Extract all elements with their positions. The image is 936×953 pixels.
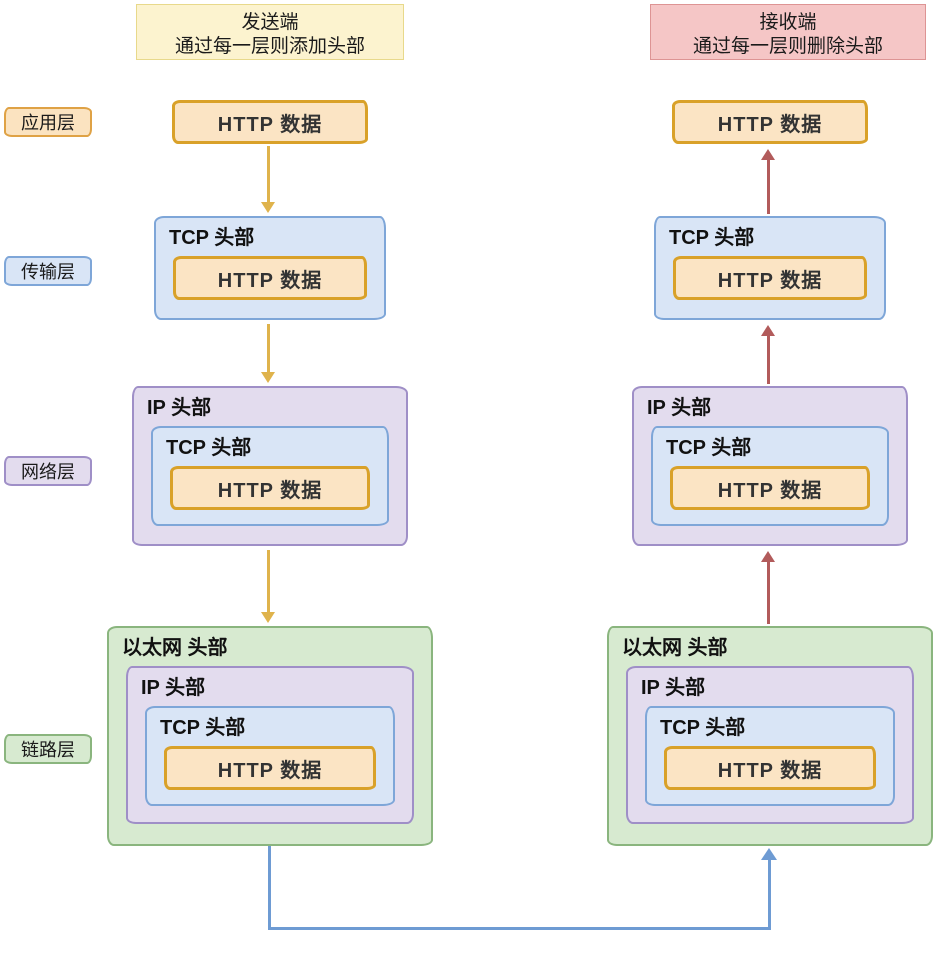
tcp-header-label: TCP 头部: [169, 227, 255, 249]
tcp-header-label: TCP 头部: [666, 437, 752, 459]
receiver-title-line2: 通过每一层则删除头部: [692, 36, 883, 57]
sender-down-arrow-app-to-transport: [261, 146, 275, 213]
eth-header-label: 以太网 头部: [122, 637, 228, 659]
layer-badge-link: 链路层: [4, 734, 92, 764]
http-data-box: HTTP 数据: [664, 746, 876, 790]
tcp-header-label: TCP 头部: [160, 717, 246, 739]
sender-title-line2: 通过每一层则添加头部: [174, 36, 365, 57]
receiver-title-line1: 接收端: [759, 12, 817, 33]
http-data-box: HTTP 数据: [170, 466, 370, 510]
connector-left-vertical-line: [268, 846, 271, 930]
receiver-up-arrow-transport-to-app: [761, 149, 775, 214]
receiver-up-arrow-network-to-transport: [761, 325, 775, 384]
layer-badge-network: 网络层: [4, 456, 92, 486]
connector-up-arrowhead: [761, 848, 777, 860]
receiver-transport-segment: TCP 头部 HTTP 数据: [654, 216, 886, 320]
connector-right-vertical-line: [768, 860, 771, 930]
http-data-box: HTTP 数据: [173, 256, 367, 300]
sender-down-arrow-network-to-link: [261, 550, 275, 623]
connector-horizontal-line: [268, 927, 771, 930]
layer-badge-application: 应用层: [4, 107, 92, 137]
sender-link-frame: 以太网 头部 IP 头部 TCP 头部 HTTP 数据: [107, 626, 433, 846]
sender-app-http-data-box: HTTP 数据: [172, 100, 368, 144]
tcp-header-label: TCP 头部: [166, 437, 252, 459]
layer-badge-transport: 传输层: [4, 256, 92, 286]
sender-title-line1: 发送端: [241, 12, 299, 33]
receiver-up-arrow-link-to-network: [761, 551, 775, 624]
http-data-box: HTTP 数据: [673, 256, 867, 300]
ip-header-label: IP 头部: [647, 397, 712, 419]
tcp-header-label: TCP 头部: [660, 717, 746, 739]
receiver-link-frame: 以太网 头部 IP 头部 TCP 头部 HTTP 数据: [607, 626, 933, 846]
ip-packet: IP 头部 TCP 头部 HTTP 数据: [626, 666, 914, 824]
http-data-box: HTTP 数据: [670, 466, 870, 510]
ip-header-label: IP 头部: [147, 397, 212, 419]
receiver-network-packet: IP 头部 TCP 头部 HTTP 数据: [632, 386, 908, 546]
sender-title: 发送端 通过每一层则添加头部: [136, 4, 404, 60]
ip-packet: IP 头部 TCP 头部 HTTP 数据: [126, 666, 414, 824]
tcp-segment: TCP 头部 HTTP 数据: [651, 426, 889, 526]
tcp-header-label: TCP 头部: [669, 227, 755, 249]
sender-transport-segment: TCP 头部 HTTP 数据: [154, 216, 386, 320]
ip-header-label: IP 头部: [141, 677, 206, 699]
tcp-segment: TCP 头部 HTTP 数据: [151, 426, 389, 526]
sender-down-arrow-transport-to-network: [261, 324, 275, 383]
eth-header-label: 以太网 头部: [622, 637, 728, 659]
tcp-segment: TCP 头部 HTTP 数据: [645, 706, 895, 806]
tcp-segment: TCP 头部 HTTP 数据: [145, 706, 395, 806]
receiver-app-http-data-box: HTTP 数据: [672, 100, 868, 144]
sender-network-packet: IP 头部 TCP 头部 HTTP 数据: [132, 386, 408, 546]
ip-header-label: IP 头部: [641, 677, 706, 699]
receiver-title: 接收端 通过每一层则删除头部: [650, 4, 926, 60]
http-data-box: HTTP 数据: [164, 746, 376, 790]
